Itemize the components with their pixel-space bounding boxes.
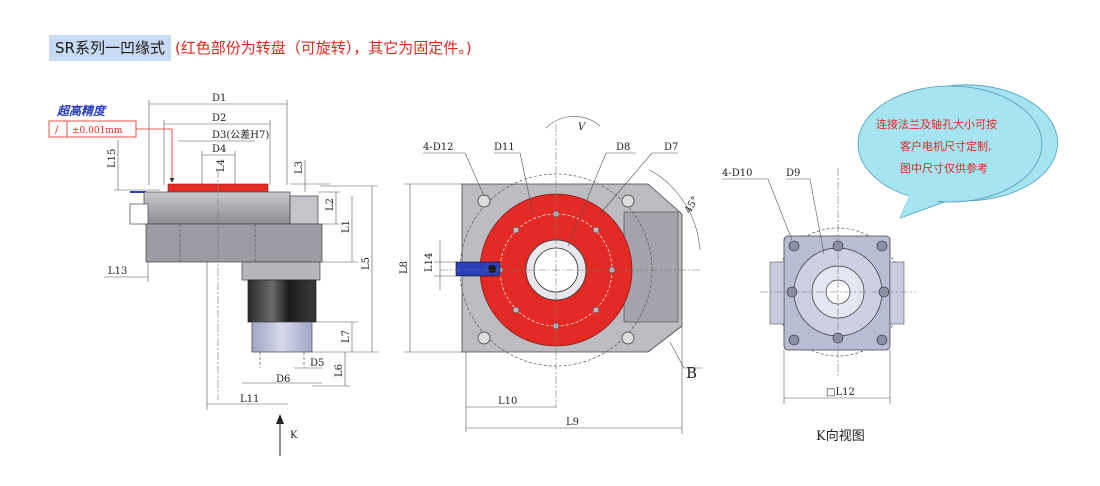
front-view: 4-D12 D11 D8 D7 V 45° L8 L14 B L10 L9 <box>399 116 702 434</box>
dim-d1: D1 <box>212 93 226 104</box>
dim-4-d10: 4-D10 <box>722 168 752 179</box>
title-bar: SR系列一凹缘式 (红色部份为转盘（可旋转），其它为固定件。) <box>49 35 472 61</box>
motor-flange <box>251 321 313 353</box>
dim-l7: L7 <box>341 330 352 343</box>
dim-l8: L8 <box>399 261 410 274</box>
title-note: (红色部份为转盘（可旋转），其它为固定件。) <box>174 39 472 57</box>
dim-l9: L9 <box>566 417 579 428</box>
dim-l13: L13 <box>108 266 127 277</box>
page-title: SR系列一凹缘式 <box>49 35 171 61</box>
precision-value: ±0.001mm <box>72 126 123 136</box>
dim-l14: L14 <box>424 253 435 272</box>
k-view-arrow: K <box>290 430 298 441</box>
dim-d8: D8 <box>616 142 630 153</box>
precision-label: 超高精度 <box>56 104 107 118</box>
dim-l11: L11 <box>240 394 259 405</box>
dim-d4: D4 <box>212 144 226 155</box>
callout-bubble: 连接法兰及轴孔大小可按 客户电机尺寸定制, 图中尺寸仅供参考 <box>857 84 1058 219</box>
dim-l12: □L12 <box>826 387 855 398</box>
dim-l2: L2 <box>325 198 336 211</box>
dim-d7: D7 <box>664 142 678 153</box>
callout-line-2: 客户电机尺寸定制, <box>900 139 992 153</box>
dim-l10: L10 <box>498 396 517 407</box>
dim-l3: L3 <box>294 161 305 174</box>
callout-line-1: 连接法兰及轴孔大小可按 <box>876 117 997 131</box>
runout-icon: / <box>55 125 59 136</box>
corner-bolts <box>477 194 635 345</box>
motor-body <box>247 279 317 323</box>
dim-d2: D2 <box>212 113 226 124</box>
k-view-caption: K向视图 <box>816 428 865 444</box>
side-lower-body <box>145 223 323 263</box>
callout-line-3: 图中尺寸仅供参考 <box>900 161 988 175</box>
precision-box: 超高精度 / ±0.001mm <box>48 104 175 183</box>
dim-v: V <box>578 122 587 133</box>
dim-l15: L15 <box>107 149 118 168</box>
dim-d6: D6 <box>276 374 290 385</box>
dim-4-d12: 4-D12 <box>423 142 453 153</box>
dim-d5: D5 <box>310 358 324 369</box>
section-mark-b: B <box>686 364 697 382</box>
k-view: 4-D10 D9 □L12 K向视图 <box>722 168 916 444</box>
side-view: D1 D2 D3(公差H7) D4 L4 <box>104 93 378 456</box>
dim-l4: L4 <box>216 159 227 172</box>
dim-l1: L1 <box>341 220 352 233</box>
dim-d9: D9 <box>786 168 800 179</box>
dim-l5: L5 <box>361 257 372 270</box>
side-upper-body <box>143 191 291 225</box>
dim-d11: D11 <box>494 142 515 153</box>
dim-d3: D3(公差H7) <box>212 128 269 141</box>
dim-l6: L6 <box>334 364 345 377</box>
